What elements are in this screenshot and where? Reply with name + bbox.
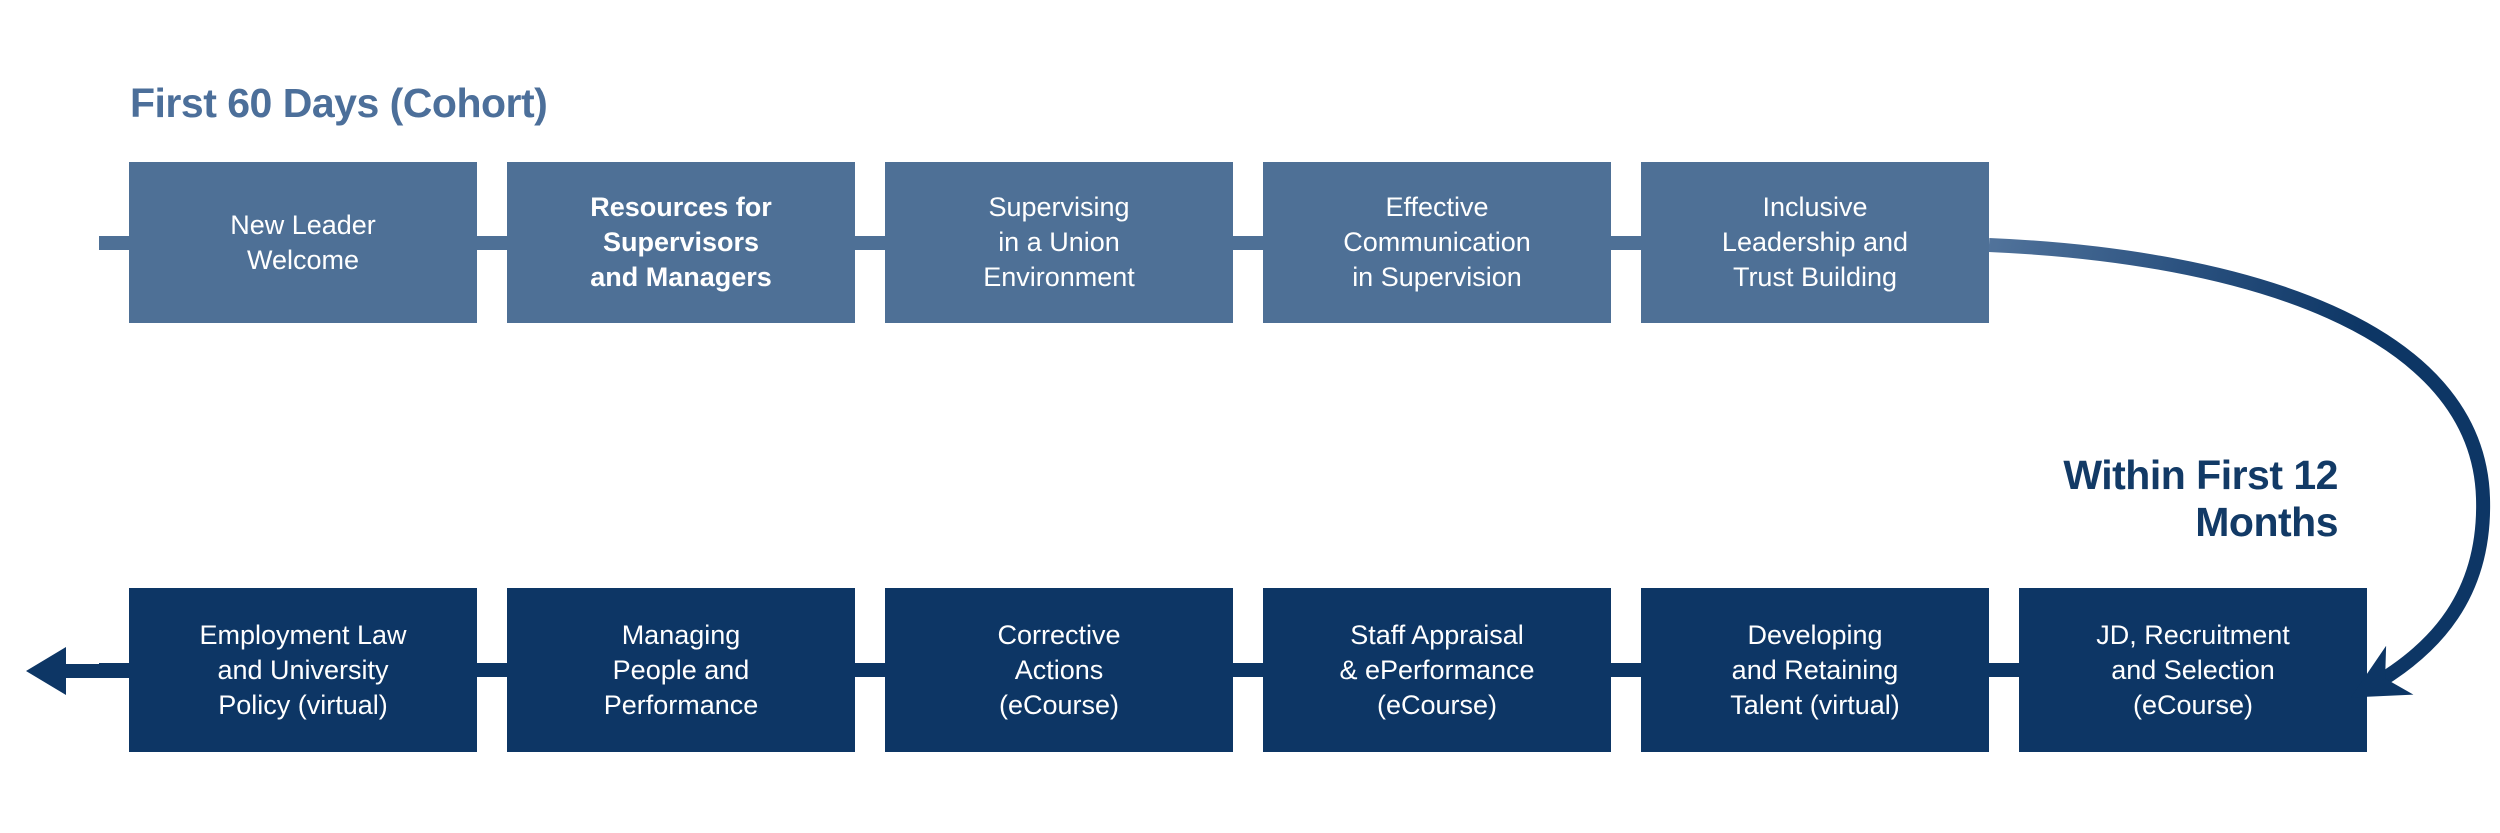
course-box: Supervising in a Union Environment (855, 162, 1233, 323)
course-box-label: JD, Recruitment and Selection (eCourse) (2096, 619, 2290, 720)
course-box: Managing People and Performance (477, 588, 855, 752)
course-box: JD, Recruitment and Selection (eCourse) (1989, 588, 2367, 752)
course-box: Staff Appraisal & ePerformance (eCourse) (1233, 588, 1611, 752)
connector-line (477, 663, 507, 677)
connector-line (477, 235, 507, 250)
course-box: Resources for Supervisors and Managers (477, 162, 855, 323)
within-first-12-months-row: Employment Law and University Policy (vi… (99, 588, 2367, 752)
first-60-days-row: New Leader Welcome Resources for Supervi… (99, 162, 1989, 323)
connector-line (1611, 235, 1641, 250)
first-60-days-heading: First 60 Days (Cohort) (130, 80, 548, 126)
course-box-label: Corrective Actions (eCourse) (997, 619, 1121, 720)
connector-line (1233, 235, 1263, 250)
connector-line (99, 235, 129, 250)
course-box-label: Developing and Retaining Talent (virtual… (1730, 619, 1900, 720)
course-box-label: New Leader Welcome (230, 209, 376, 275)
course-box-label: Inclusive Leadership and Trust Building (1721, 192, 1909, 292)
course-box-label: Staff Appraisal & ePerformance (eCourse) (1339, 619, 1535, 720)
course-box-label: Managing People and Performance (603, 619, 759, 720)
within-first-12-months-heading: Within First 12 Months (2063, 452, 2338, 545)
course-box: Developing and Retaining Talent (virtual… (1611, 588, 1989, 752)
course-box-label: Resources for Supervisors and Managers (590, 192, 772, 292)
course-box: Inclusive Leadership and Trust Building (1611, 162, 1989, 323)
course-box: Employment Law and University Policy (vi… (99, 588, 477, 752)
course-box: Effective Communication in Supervision (1233, 162, 1611, 323)
connector-line (1233, 663, 1263, 677)
course-box: Corrective Actions (eCourse) (855, 588, 1233, 752)
connector-line (1989, 663, 2019, 677)
connector-line (855, 663, 885, 677)
course-box-label: Employment Law and University Policy (vi… (199, 619, 407, 720)
course-box-label: Effective Communication in Supervision (1343, 192, 1531, 292)
course-box: New Leader Welcome (99, 162, 477, 323)
connector-line (1611, 663, 1641, 677)
connector-line (99, 663, 129, 677)
course-box-label: Supervising in a Union Environment (983, 192, 1135, 292)
connector-line (855, 235, 885, 250)
